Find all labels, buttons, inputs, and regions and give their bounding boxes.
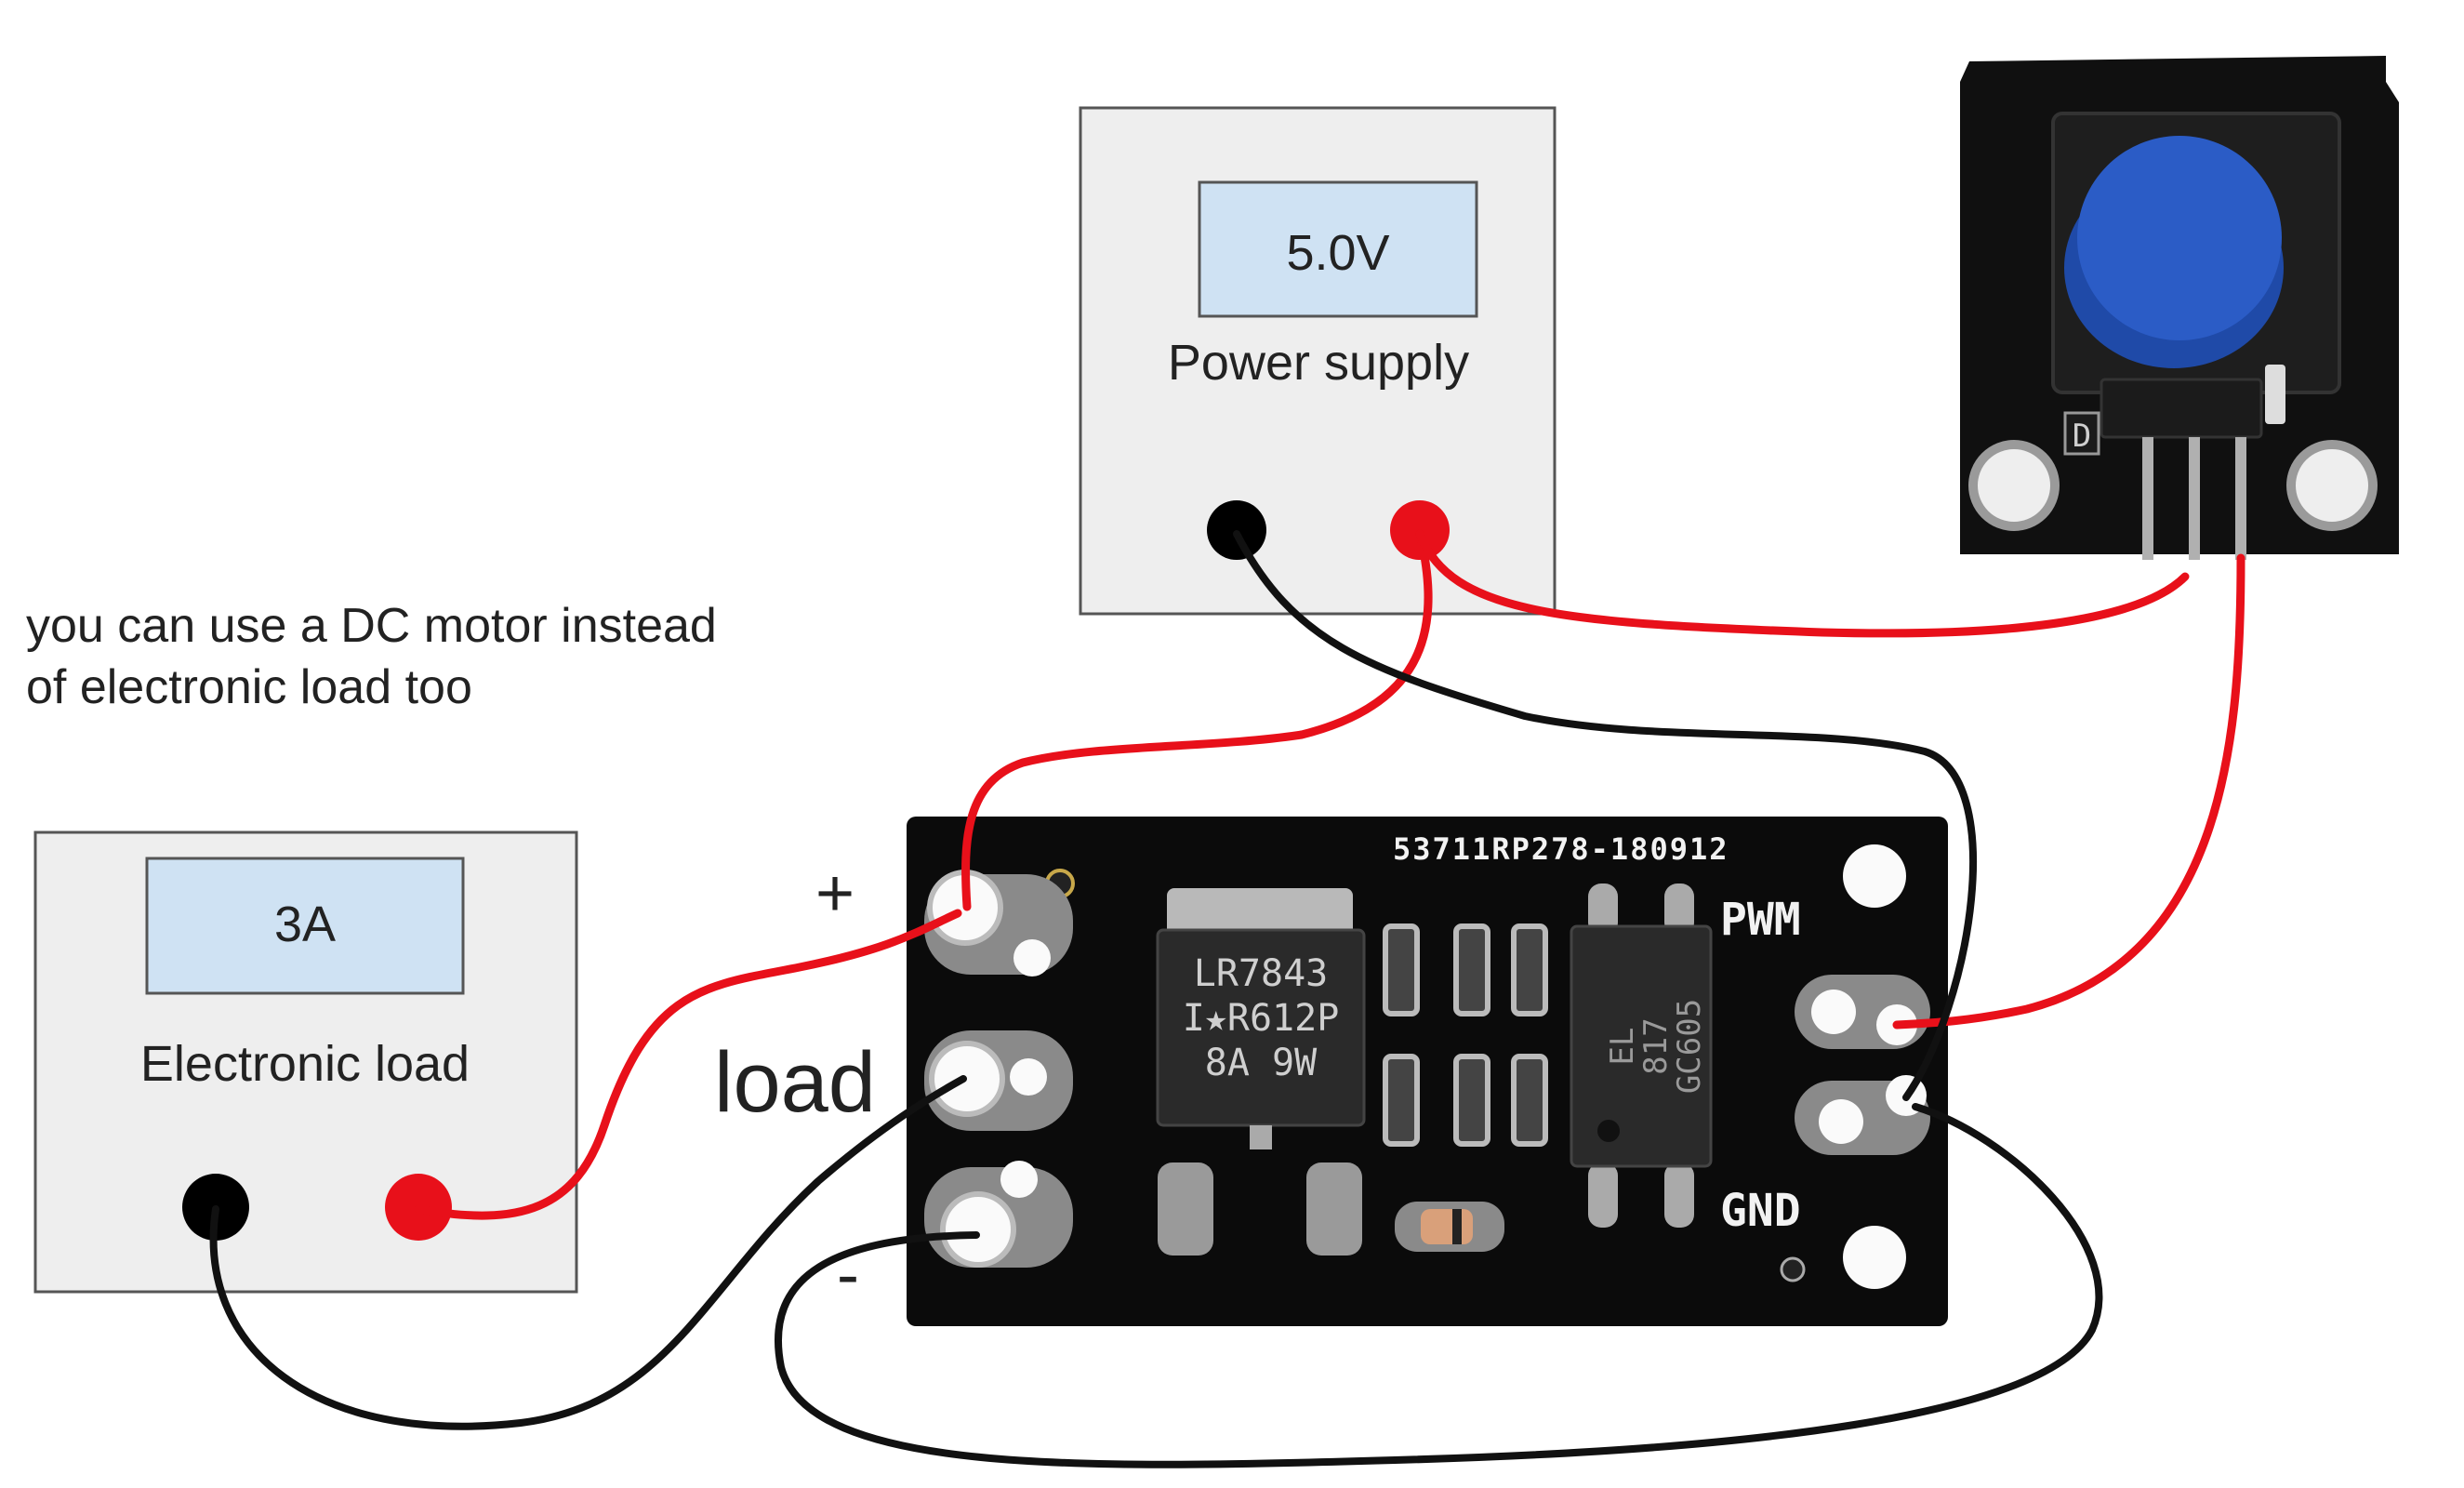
signal-terminal-pads (1795, 975, 1930, 1155)
mosfet-pin (1250, 1125, 1272, 1149)
power-supply-voltage: 5.0V (1286, 225, 1389, 281)
diode (1395, 1202, 1504, 1252)
resistor (1453, 923, 1490, 1016)
pcb-silkscreen-code: 53711RP278-180912 (1393, 831, 1729, 867)
red-wire-load-to-board (414, 909, 962, 1220)
black-wire-minus-loop (774, 1103, 2103, 1468)
terminal-minus (940, 1191, 1016, 1268)
plus-label: + (815, 857, 854, 931)
instruction-note: you can use a DC motor instead of electr… (26, 599, 717, 714)
button-pin-signal (2235, 437, 2246, 560)
terminal-load-2 (1010, 1058, 1047, 1096)
electronic-load-label: Electronic load (140, 1036, 470, 1092)
button-mounting-hole (1968, 440, 2060, 531)
mosfet-chip: LR7843 I★R612P 8A 9W (1156, 888, 1366, 1256)
opto-pin1-dot (1597, 1120, 1620, 1142)
optocoupler-chip: EL 817 GC605 (1570, 884, 1713, 1228)
note-line-1: you can use a DC motor instead (26, 599, 717, 653)
electronic-load-current: 3A (274, 897, 336, 952)
button-mounting-hole (2286, 440, 2378, 531)
resistor (1453, 1054, 1490, 1147)
note-line-2: of electronic load too (26, 660, 472, 714)
smd-resistor (2265, 365, 2285, 424)
load-label: load (714, 1035, 876, 1130)
power-supply-label: Power supply (1168, 335, 1469, 391)
gnd-label: GND (1720, 1185, 1801, 1237)
mounting-hole (1843, 844, 1906, 908)
black-wire-load-to-board (209, 1075, 967, 1430)
electronic-load: 3A Electronic load (33, 830, 578, 1294)
opto-pin (1588, 1162, 1618, 1228)
electronic-load-display (145, 857, 465, 995)
power-supply: 5.0V Power supply (1079, 106, 1557, 616)
wires (209, 529, 2245, 1468)
opto-pin (1664, 884, 1694, 936)
load-terminal-pads (924, 870, 1073, 1268)
mosfet-pad (1158, 1162, 1213, 1256)
resistor (1511, 1054, 1548, 1147)
red-wire-button-to-pwm (1892, 553, 2245, 1030)
pwm-label: PWM (1720, 894, 1801, 946)
opto-marking-3: GC605 (1671, 999, 1708, 1094)
resistor (1383, 1054, 1420, 1147)
terminal-pwm-a (1811, 990, 1856, 1034)
via (1780, 1256, 1806, 1282)
button-cap-top (2077, 136, 2282, 340)
opto-marking-2: 817 (1637, 1017, 1675, 1074)
mosfet-pad (1306, 1162, 1362, 1256)
button-header (2100, 378, 2263, 439)
mosfet-marking-3: 8A 9W (1205, 1042, 1318, 1084)
opto-pin (1664, 1162, 1694, 1228)
red-wire-supply-to-button (1415, 529, 2190, 638)
terminal-plus-2 (1013, 939, 1051, 976)
smd-resistors (1383, 923, 1548, 1147)
diode-glass (1421, 1209, 1473, 1244)
button-pin-label: D (2073, 418, 2091, 455)
opto-package (1570, 924, 1713, 1168)
opto-marking-1: EL (1604, 1028, 1641, 1066)
resistor (1383, 923, 1420, 1016)
power-supply-display (1198, 180, 1478, 318)
mosfet-marking-2: I★R612P (1183, 997, 1340, 1040)
terminal-gnd-a (1819, 1099, 1863, 1144)
power-supply-negative-terminal (1207, 500, 1266, 560)
button-pin-vcc (2189, 437, 2200, 560)
mosfet-driver-board: 53711RP278-180912 LR7843 I★R612P 8A 9W (714, 817, 1948, 1326)
mosfet-marking-1: LR7843 (1194, 952, 1329, 995)
mounting-hole (1843, 1226, 1906, 1289)
terminal-minus-2 (1000, 1161, 1038, 1198)
pin-label-box (2063, 411, 2100, 456)
red-wire-supply-to-board (961, 529, 1433, 911)
button-module: D (1960, 56, 2399, 560)
diode-band (1452, 1209, 1462, 1244)
black-wire-supply-to-gnd (1233, 530, 1978, 1101)
opto-pin (1588, 884, 1618, 936)
resistor (1511, 923, 1548, 1016)
button-pin-gnd (2142, 437, 2153, 560)
